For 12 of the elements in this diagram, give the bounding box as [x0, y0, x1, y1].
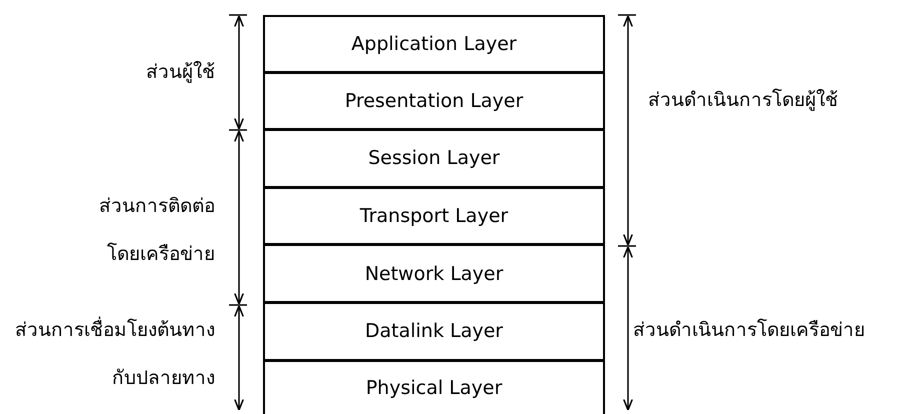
section-label: ส่วนดำเนินการโดยเครือข่าย — [633, 318, 866, 343]
layer-box: Physical Layer — [263, 360, 605, 414]
layer-box: Network Layer — [263, 244, 605, 303]
section-label: ส่วนการติดต่อโดยเครือข่าย — [98, 194, 215, 267]
section-label: ส่วนผู้ใช้ — [145, 60, 215, 85]
layer-box: Presentation Layer — [263, 72, 605, 130]
layer-box: Application Layer — [263, 15, 605, 73]
layer-box: Transport Layer — [263, 186, 605, 246]
layer-box: Session Layer — [263, 129, 605, 188]
layer-box: Datalink Layer — [263, 302, 605, 361]
section-label: ส่วนการเชื่อมโยงต้นทางกับปลายทาง — [0, 306, 215, 402]
section-label: ส่วนดำเนินการโดยผู้ใช้ — [648, 88, 839, 113]
